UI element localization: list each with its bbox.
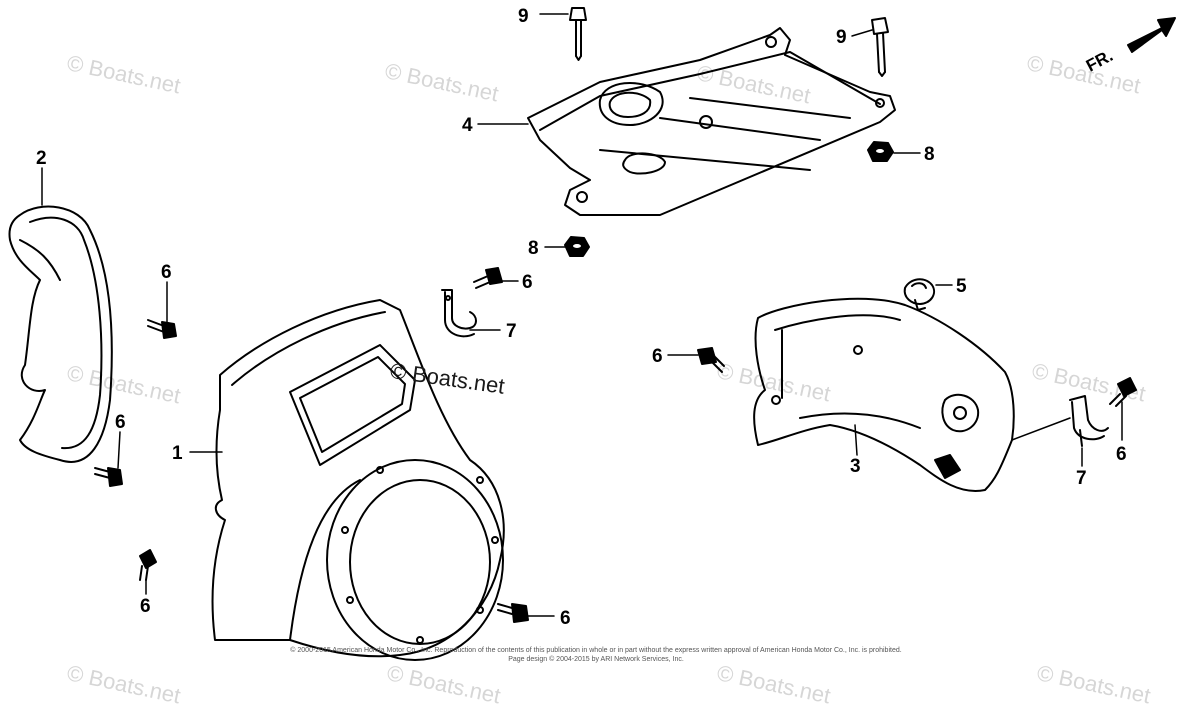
part-9-bolt — [569, 7, 587, 61]
part-6-bolt — [473, 267, 503, 289]
part-6-bolt — [1109, 377, 1137, 407]
leader-lines — [41, 13, 1123, 617]
part-5-clip — [903, 278, 936, 311]
callout-3: 3 — [850, 456, 861, 477]
callout-4: 4 — [462, 115, 473, 136]
part-7-clamp — [441, 289, 477, 338]
front-direction-arrow-icon — [1127, 17, 1176, 53]
part-6-bolt — [139, 549, 157, 581]
callout-6: 6 — [161, 262, 172, 283]
callout-8: 8 — [924, 144, 935, 165]
front-direction-label: FR. — [1083, 46, 1116, 76]
part-7-clamp — [1069, 395, 1109, 447]
part-6-bolt — [94, 467, 123, 487]
part-8-nut — [867, 141, 894, 162]
copyright-line-1: © 2000-2015 American Honda Motor Co., In… — [290, 647, 902, 654]
part-6-bolt — [497, 603, 529, 623]
part-6-bolt — [147, 319, 177, 339]
callout-9: 9 — [836, 27, 847, 48]
copyright-notice: © 2000-2015 American Honda Motor Co., In… — [176, 646, 1016, 664]
callout-2: 2 — [36, 148, 47, 169]
callout-7: 7 — [506, 321, 517, 342]
callout-6: 6 — [652, 346, 663, 367]
part-2-side-cover — [8, 205, 113, 463]
part-8-nut — [564, 236, 590, 257]
part-1-fan-shroud — [211, 299, 505, 661]
callout-6: 6 — [1116, 444, 1127, 465]
callout-6: 6 — [522, 272, 533, 293]
part-6-bolt — [697, 347, 725, 373]
callout-1: 1 — [172, 443, 183, 464]
part-4-top-cover — [527, 27, 896, 216]
callout-5: 5 — [956, 276, 967, 297]
callout-6: 6 — [140, 596, 151, 617]
part-9-bolt — [871, 17, 889, 77]
part-3-deflector-plate — [753, 297, 1015, 492]
callout-6: 6 — [560, 608, 571, 629]
callout-9: 9 — [518, 6, 529, 27]
callout-6: 6 — [115, 412, 126, 433]
copyright-line-2: Page design © 2004-2015 by ARI Network S… — [508, 656, 684, 663]
callout-8: 8 — [528, 238, 539, 259]
callout-7: 7 — [1076, 468, 1087, 489]
